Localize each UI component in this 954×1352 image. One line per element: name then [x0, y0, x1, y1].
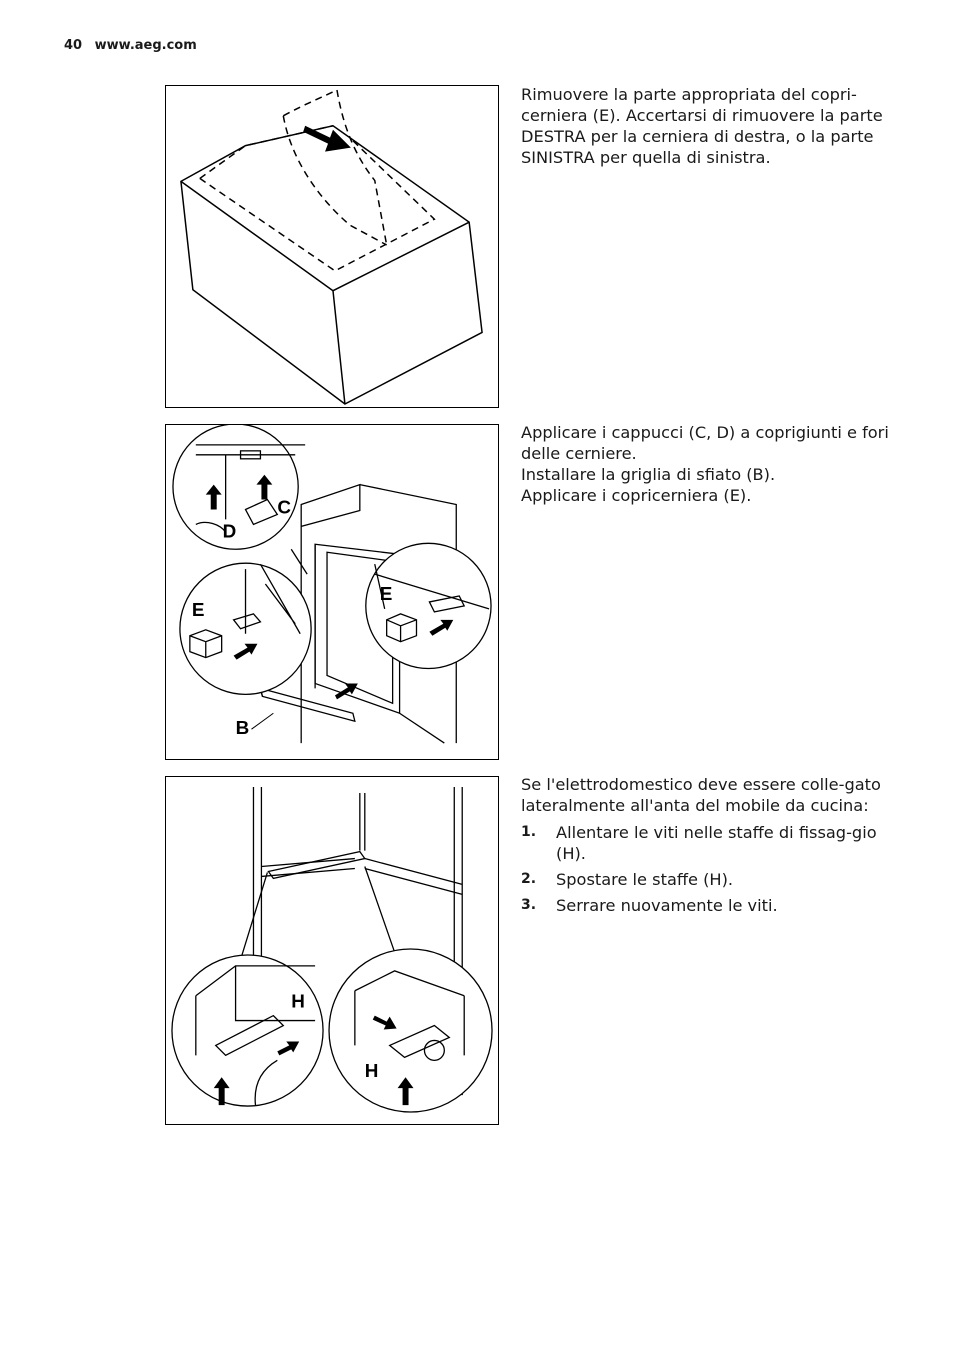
step-text: Spostare le staffe (H).: [556, 870, 734, 889]
site-url: www.aeg.com: [94, 38, 197, 53]
label-e-right: E: [380, 584, 393, 605]
label-e-left: E: [192, 600, 205, 621]
section2-line-2: Installare la griglia di sfiato (B).: [521, 465, 776, 484]
brackets-illustration: H H: [171, 786, 493, 1113]
label-d: D: [223, 521, 237, 542]
section3-intro: Se l'elettrodomestico deve essere colle-…: [521, 775, 881, 815]
section2-line-3: Applicare i copricerniera (E).: [521, 486, 752, 505]
step-number: 3.: [521, 897, 537, 913]
label-b: B: [236, 718, 250, 739]
step-item: 3. Serrare nuovamente le viti.: [521, 895, 891, 916]
page-number: 40: [64, 38, 83, 53]
step-text: Allentare le viti nelle staffe di fissag…: [556, 823, 877, 863]
step-text: Serrare nuovamente le viti.: [556, 896, 778, 915]
step-number: 1.: [521, 824, 537, 840]
figure-hinge-cover: [165, 85, 499, 408]
figure-caps-grille: C D E E B: [165, 424, 499, 760]
caps-grille-illustration: C D E E B: [172, 425, 492, 744]
page-header: 40 www.aeg.com: [64, 38, 197, 53]
section2-text: Applicare i cappucci (C, D) a coprigiunt…: [521, 422, 891, 506]
steps-list: 1. Allentare le viti nelle staffe di fis…: [521, 822, 891, 916]
section1-paragraph: Rimuovere la parte appropriata del copri…: [521, 85, 883, 167]
figure-brackets: H H: [165, 776, 499, 1125]
hinge-cover-illustration: [180, 88, 483, 405]
section1-text: Rimuovere la parte appropriata del copri…: [521, 84, 891, 168]
label-h-left: H: [291, 992, 305, 1013]
step-item: 1. Allentare le viti nelle staffe di fis…: [521, 822, 891, 864]
section3-text: Se l'elettrodomestico deve essere colle-…: [521, 774, 891, 921]
step-item: 2. Spostare le staffe (H).: [521, 869, 891, 890]
label-h-right: H: [365, 1061, 379, 1082]
label-c: C: [277, 497, 291, 518]
section2-line-1: Applicare i cappucci (C, D) a coprigiunt…: [521, 423, 889, 463]
step-number: 2.: [521, 871, 537, 887]
